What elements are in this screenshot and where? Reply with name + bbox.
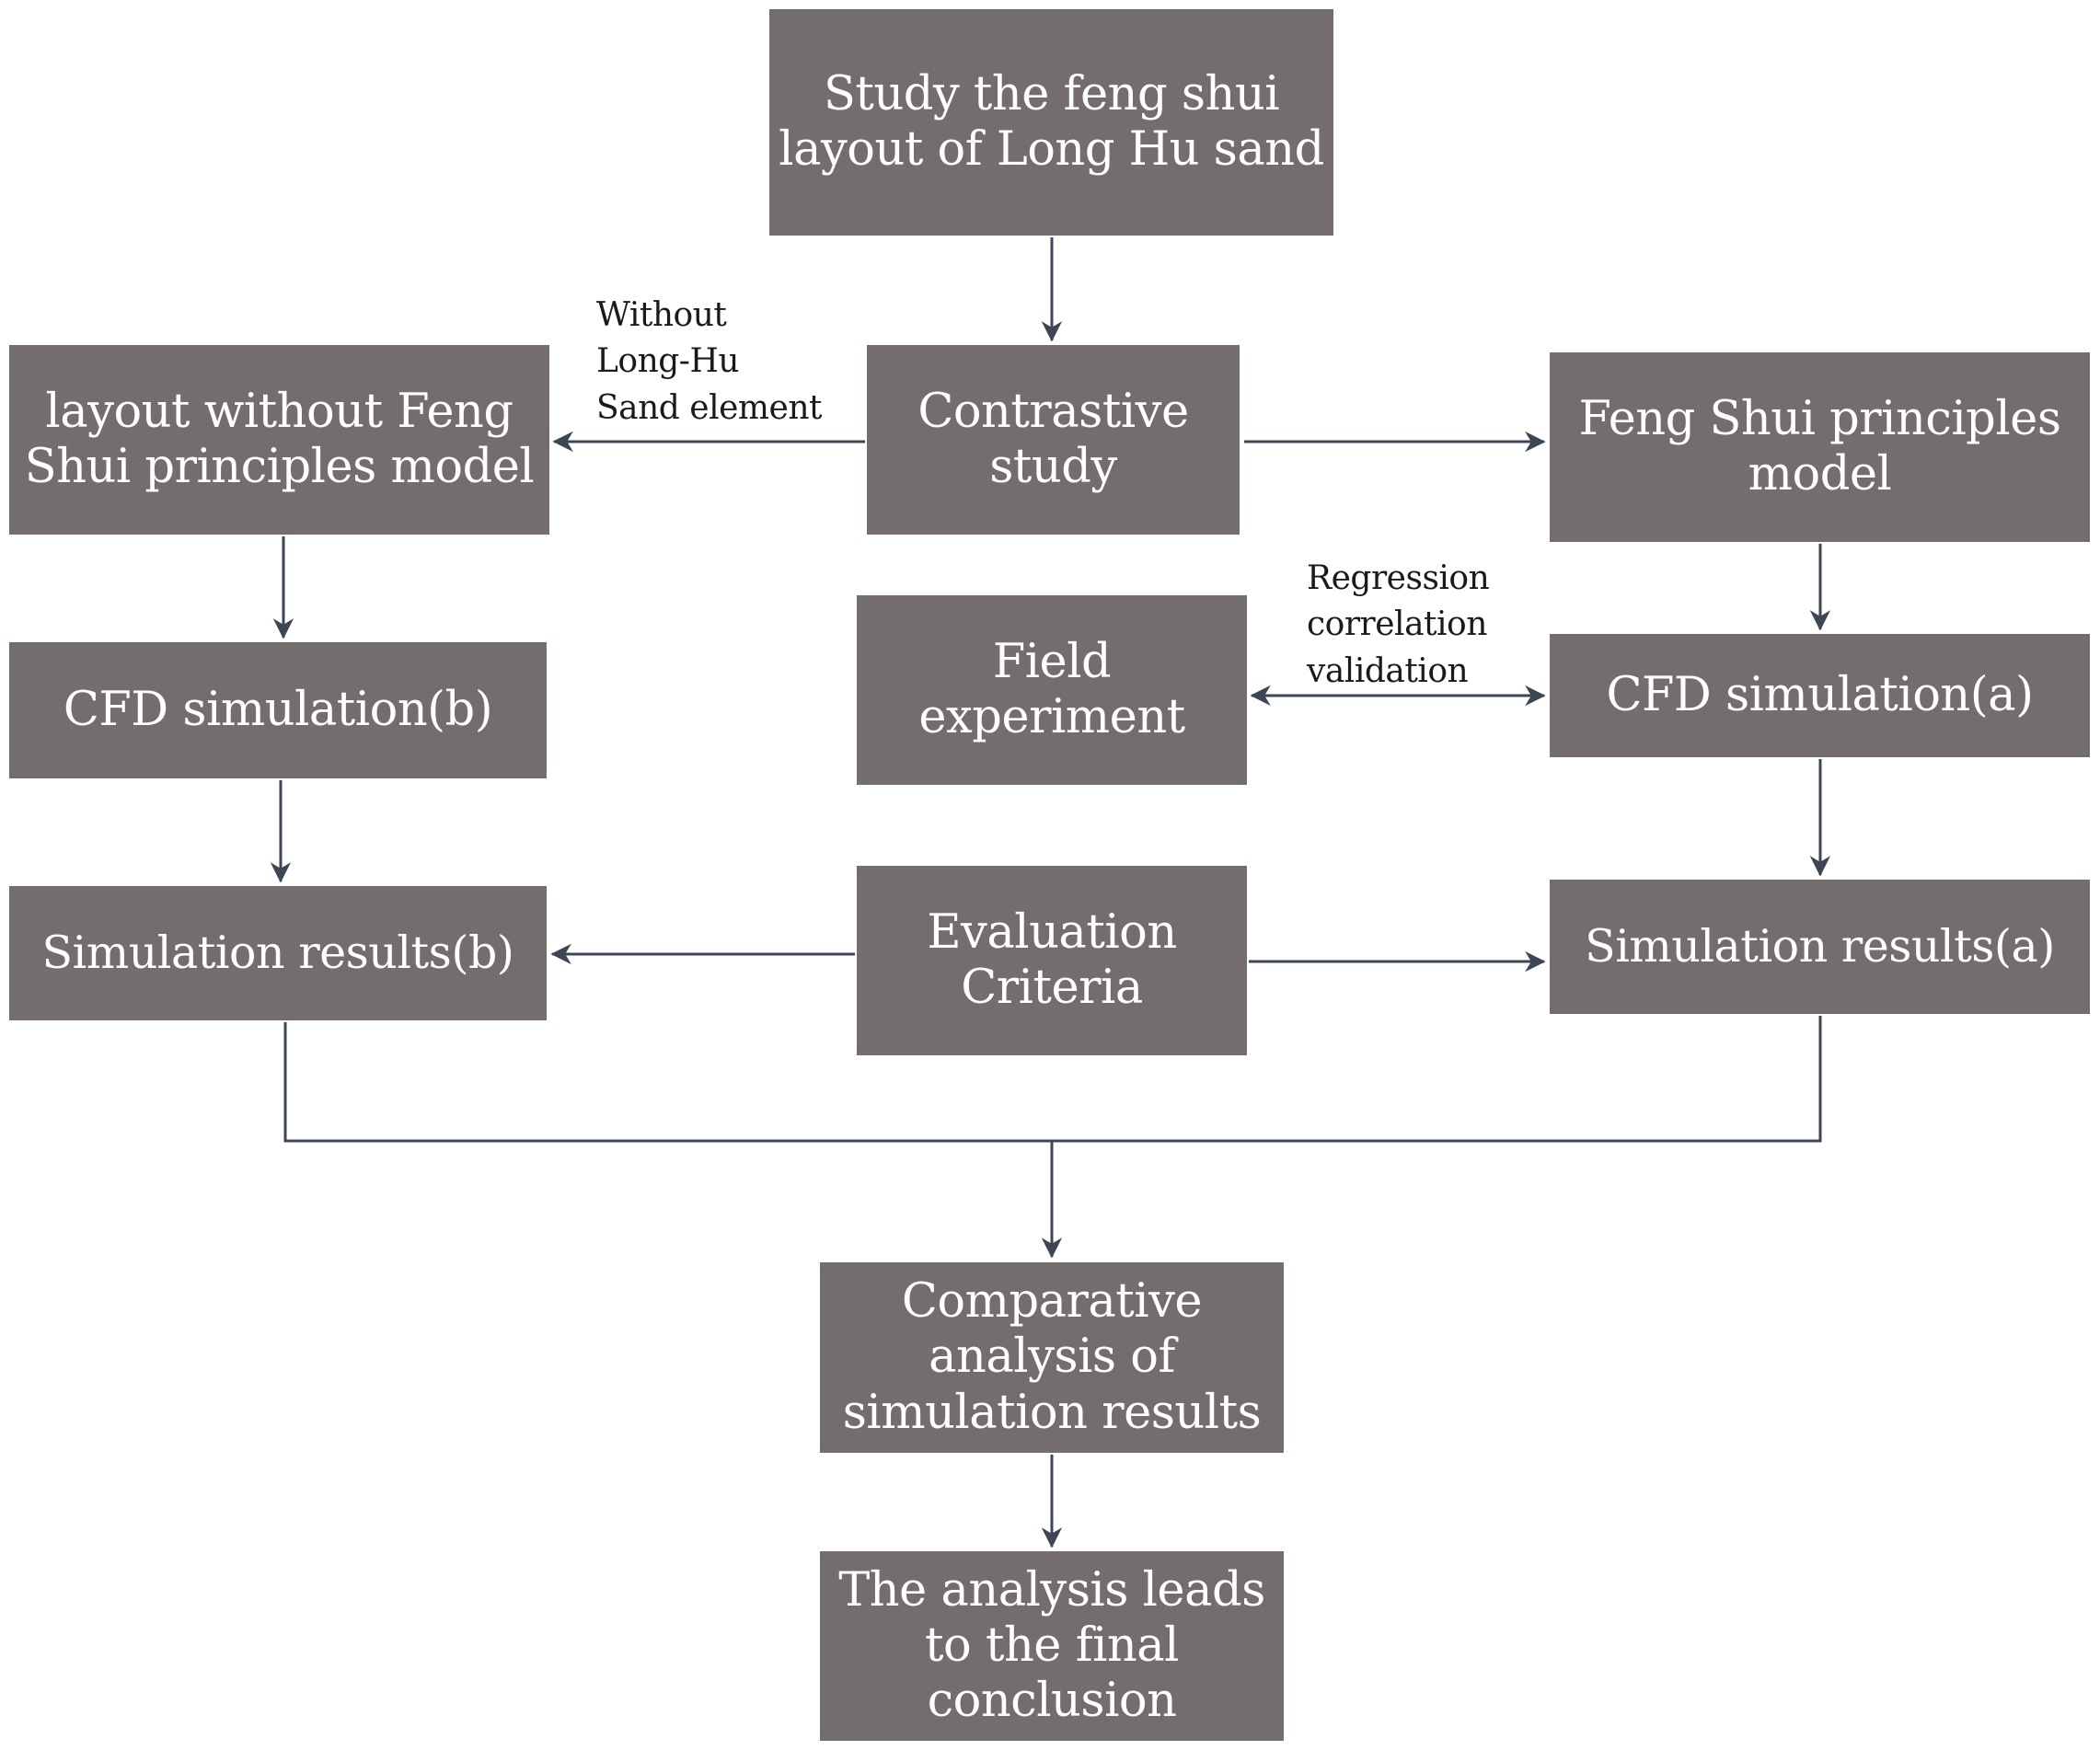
node-cfd-simulation-b: CFD simulation(b) (9, 642, 547, 778)
node-layout-without-feng-shui: layout without Feng Shui principles mode… (9, 345, 549, 535)
node-contrastive-study: Contrastive study (867, 345, 1240, 535)
node-simulation-results-b: Simulation results(b) (9, 886, 547, 1020)
node-simulation-results-a: Simulation results(a) (1550, 880, 2090, 1014)
node-study-feng-shui-layout: Study the feng shui layout of Long Hu sa… (769, 9, 1333, 236)
node-comparative-analysis: Comparative analysis of simulation resul… (820, 1262, 1284, 1453)
node-cfd-simulation-a: CFD simulation(a) (1550, 634, 2090, 757)
node-field-experiment: Field experiment (857, 595, 1247, 785)
node-evaluation-criteria: Evaluation Criteria (857, 866, 1247, 1055)
node-feng-shui-principles-model: Feng Shui principles model (1550, 352, 2090, 542)
edge-label-without-long-hu: Without Long-Hu Sand element (596, 296, 823, 427)
node-final-conclusion: The analysis leads to the final conclusi… (820, 1551, 1284, 1741)
edge-label-regression-validation: Regression correlation validation (1307, 559, 1490, 690)
